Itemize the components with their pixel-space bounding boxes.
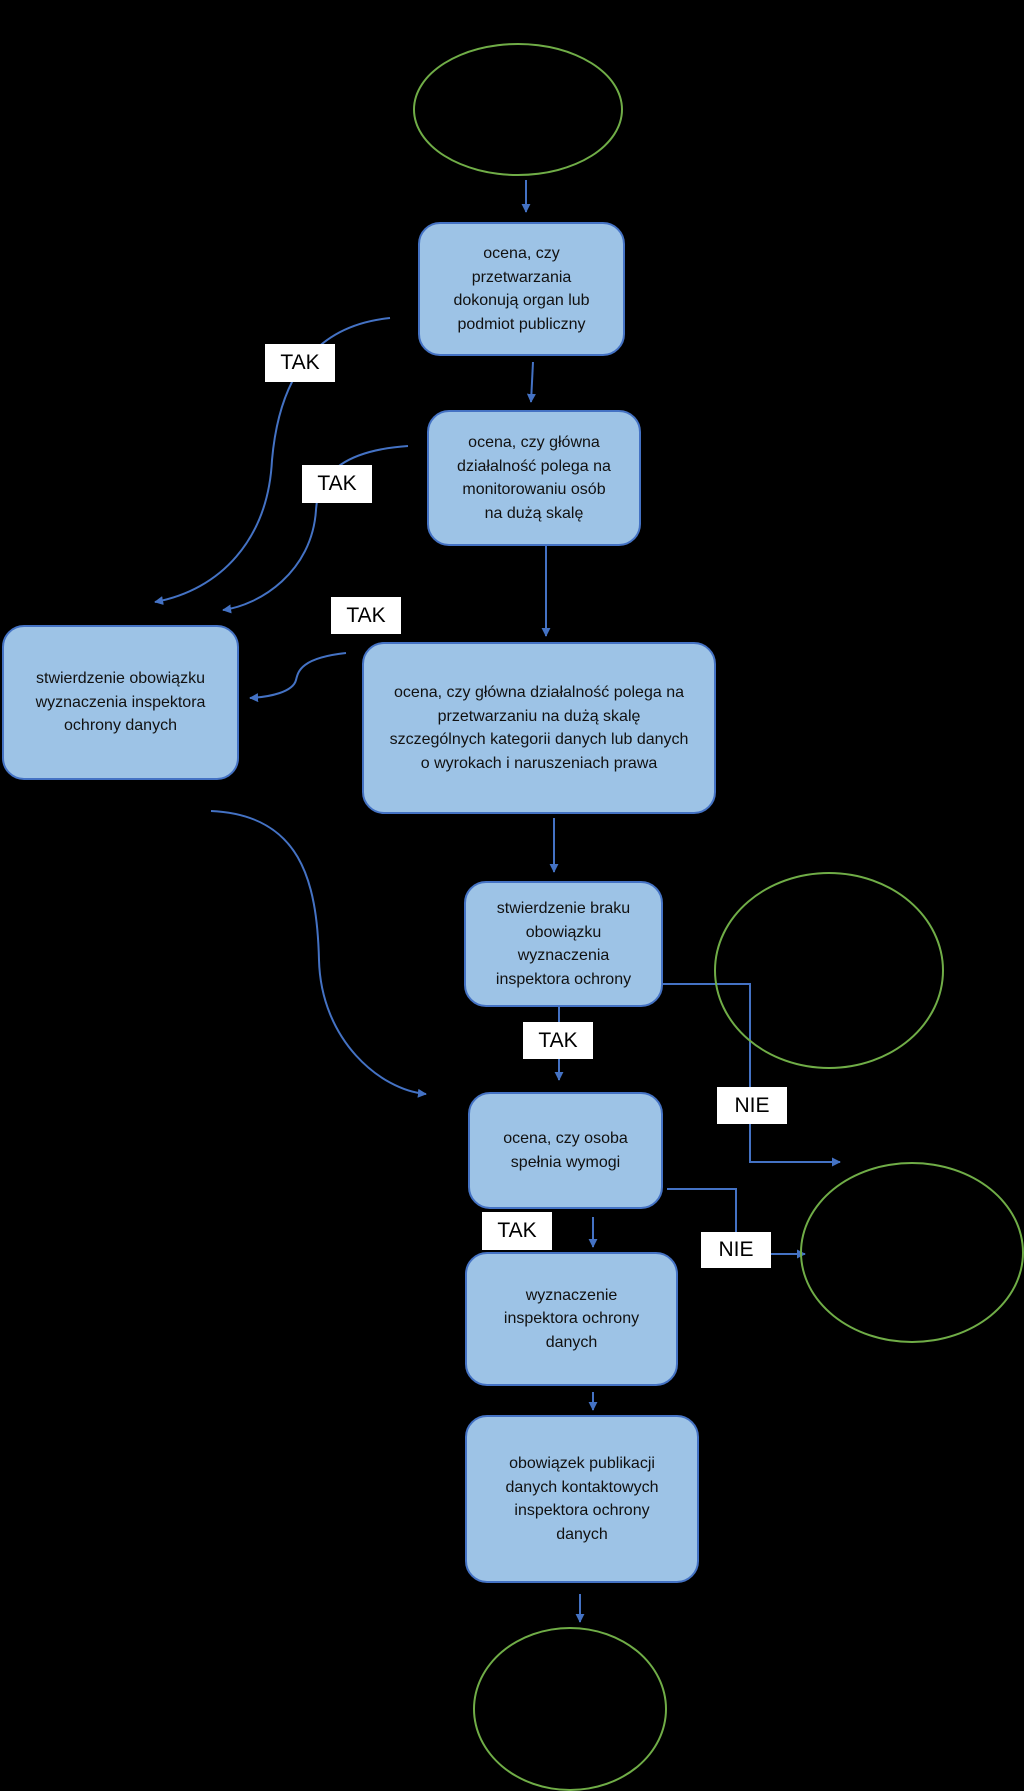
assess-monitoring-box: ocena, czy główna działalność polega na … [427, 410, 641, 546]
yes-label: TAK [331, 597, 401, 634]
yes-label: TAK [523, 1022, 593, 1059]
arrow-monitoring-yes [222, 445, 409, 614]
assess-monitoring-text: ocena, czy główna działalność polega na … [457, 434, 611, 522]
publish-contact-text: obowiązek publikacji danych kontaktowych… [505, 1455, 659, 1543]
requirements-not-met-terminal [800, 1162, 1024, 1343]
arrow-obligation-to-requirements [210, 810, 427, 1098]
yes-label: TAK [482, 1212, 552, 1250]
arrow-public-to-monitoring [526, 361, 536, 403]
assess-special-categories-text: ocena, czy główna działalność polega na … [389, 684, 689, 772]
assess-requirements-box: ocena, czy osoba spełnia wymogi [468, 1092, 663, 1209]
end-terminal [473, 1627, 667, 1791]
publish-contact-box: obowiązek publikacji danych kontaktowych… [465, 1415, 699, 1583]
assess-public-body-box: ocena, czy przetwarzania dokonują organ … [418, 222, 625, 356]
assess-public-body-text: ocena, czy przetwarzania dokonują organ … [453, 245, 590, 333]
no-label: NIE [701, 1232, 771, 1268]
arrow-special-yes [249, 652, 347, 703]
obligation-confirmed-text: stwierdzenie obowiązku wyznaczenia inspe… [35, 670, 206, 735]
arrow-public-yes [154, 317, 391, 605]
yes-label: TAK [265, 344, 335, 382]
no-label: NIE [717, 1087, 787, 1124]
no-obligation-terminal [714, 872, 944, 1069]
no-obligation-text: stwierdzenie braku obowiązku wyznaczenia… [495, 900, 632, 988]
obligation-confirmed-box: stwierdzenie obowiązku wyznaczenia inspe… [2, 625, 239, 780]
start-terminal [413, 43, 623, 176]
appoint-dpo-box: wyznaczenie inspektora ochrony danych [465, 1252, 678, 1386]
assess-requirements-text: ocena, czy osoba spełnia wymogi [503, 1130, 628, 1171]
appoint-dpo-text: wyznaczenie inspektora ochrony danych [503, 1286, 640, 1351]
assess-special-categories-box: ocena, czy główna działalność polega na … [362, 642, 716, 814]
no-obligation-box: stwierdzenie braku obowiązku wyznaczenia… [464, 881, 663, 1007]
arrow-no-obligation-no [660, 983, 841, 1167]
yes-label: TAK [302, 465, 372, 503]
